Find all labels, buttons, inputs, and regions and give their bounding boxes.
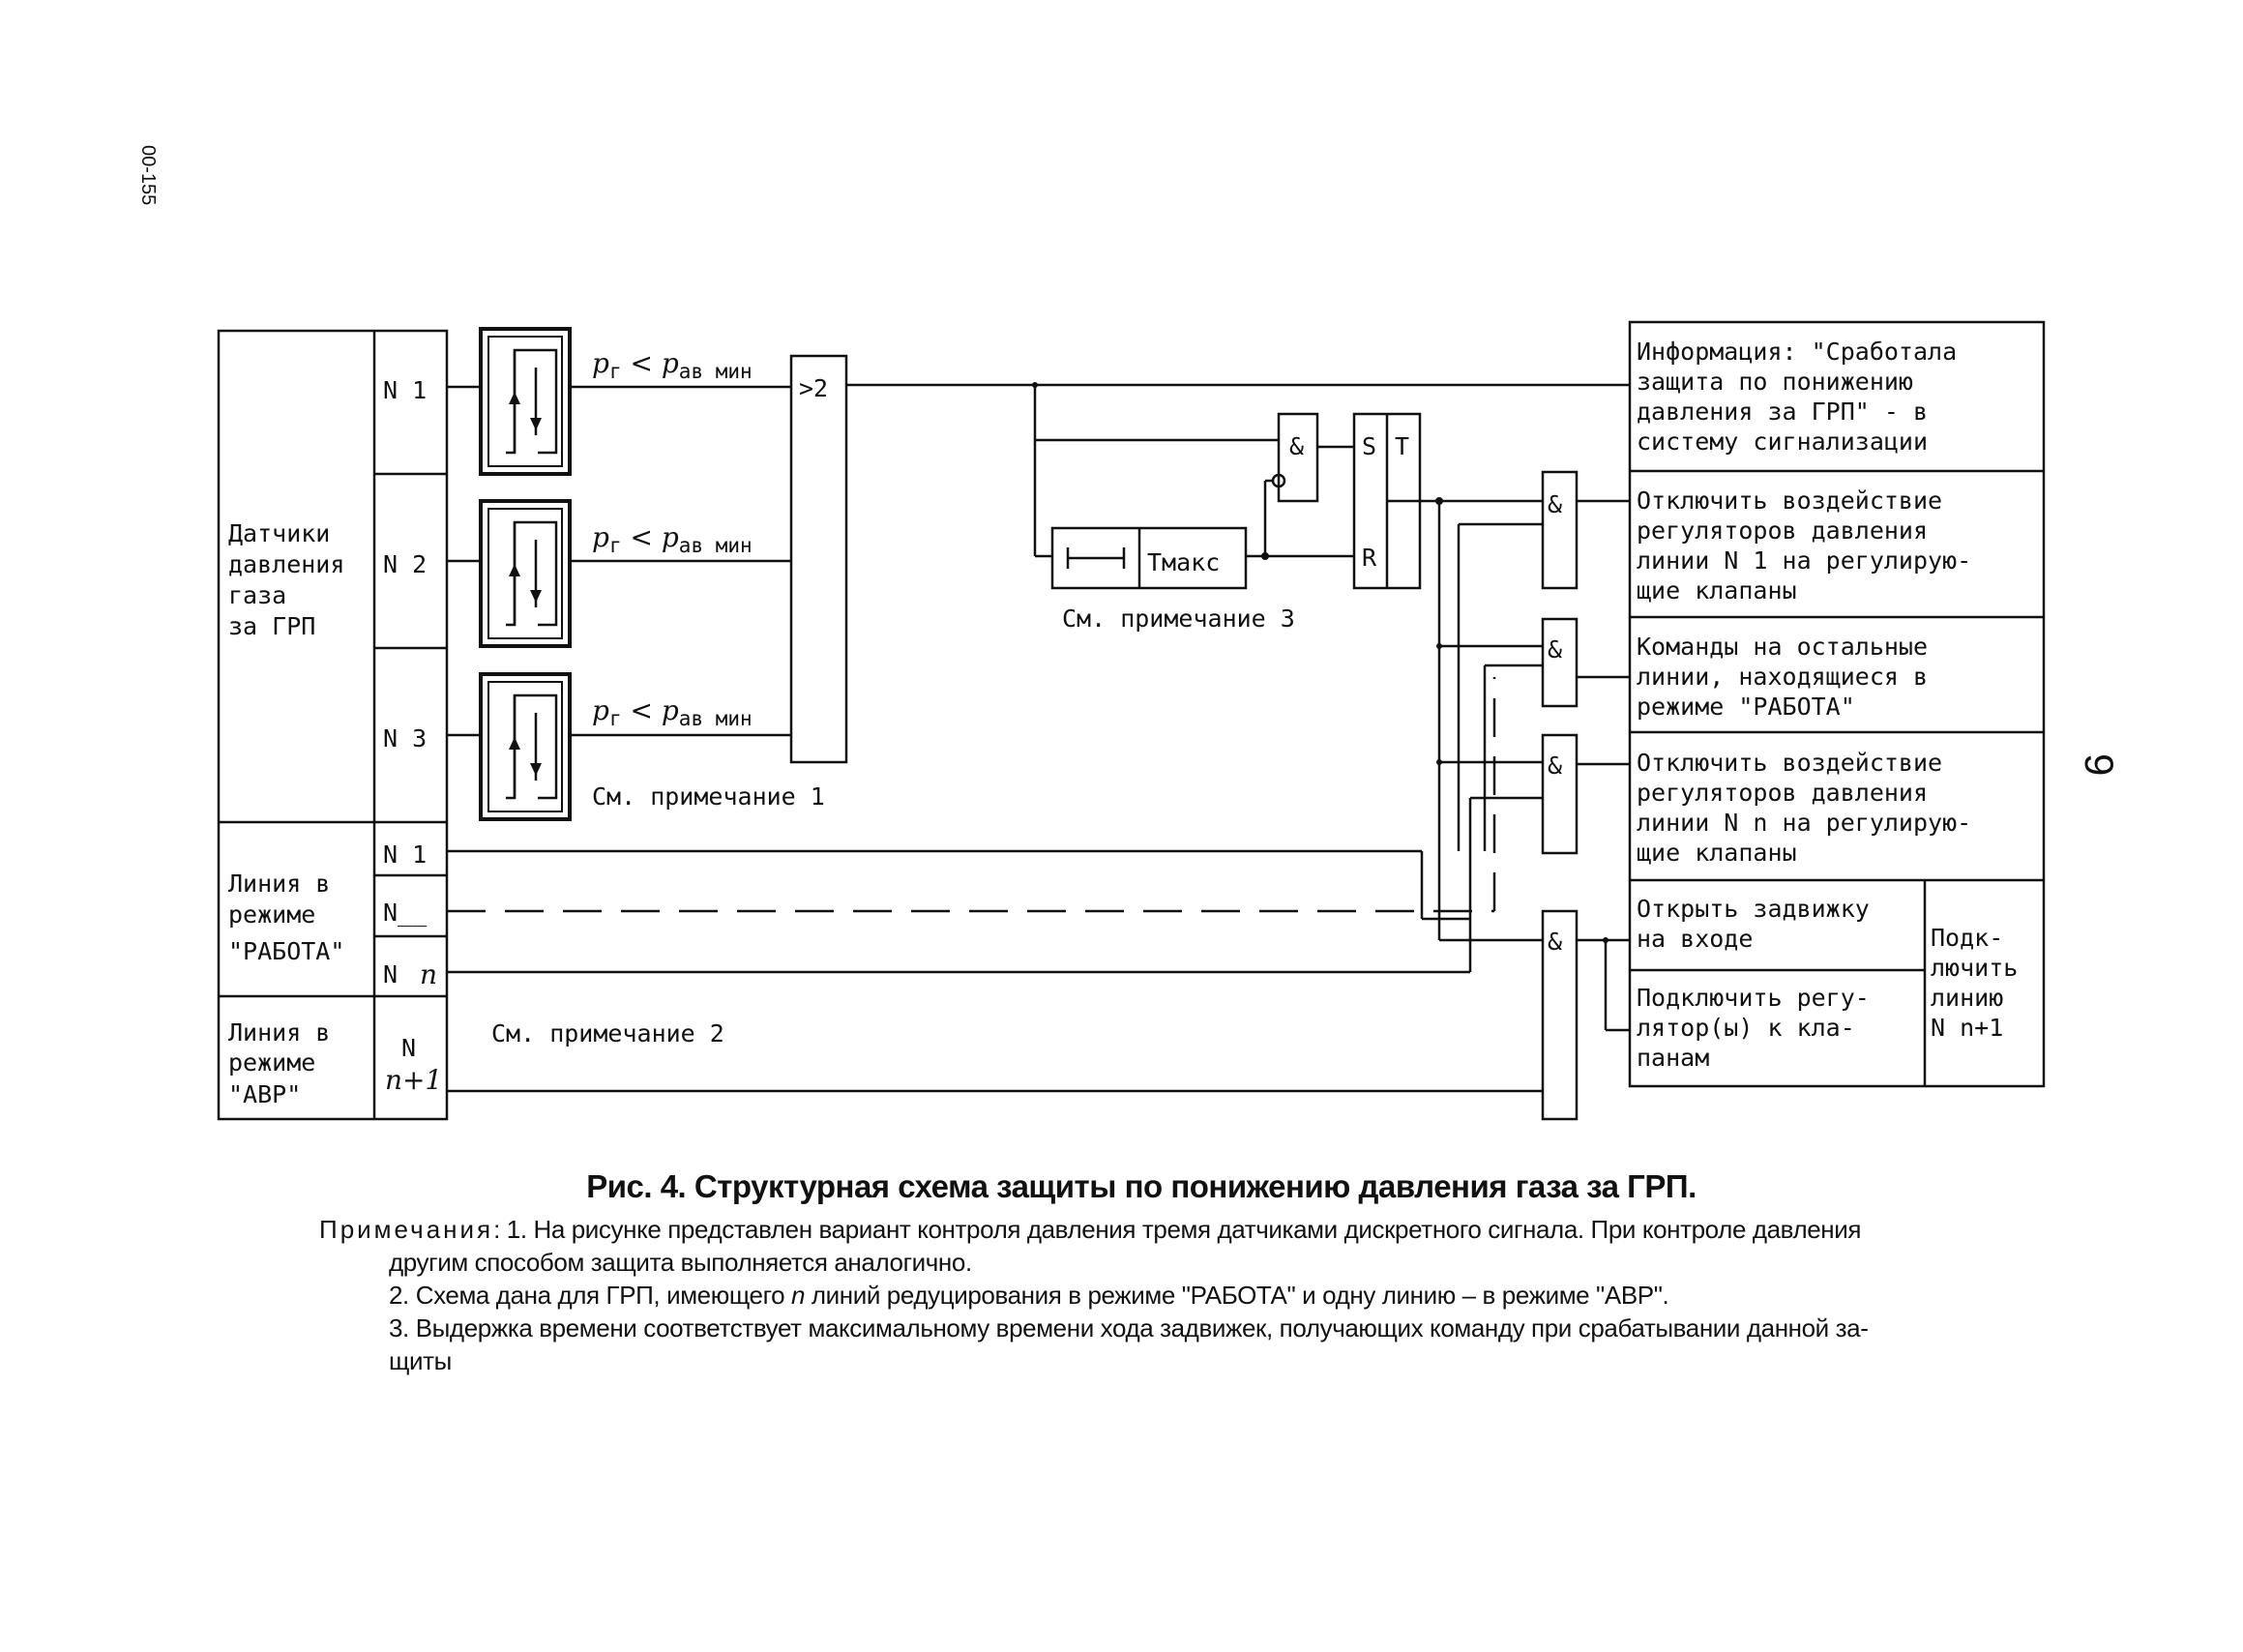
avr-label-2: режиме [228,1048,315,1077]
out-off1-3: линии N 1 на регулирую- [1637,546,1971,575]
out-offn-2: регуляторов давления [1637,779,1928,807]
out-off1-1: Отключить воздействие [1637,487,1942,515]
figure-title: Рис. 4. Структурная схема защиты по пони… [586,1168,1697,1204]
out-line-1: Подк- [1931,924,2003,952]
out-off1-4: щие клапаны [1637,576,1797,605]
trigger-t-label: T [1395,432,1409,460]
svg-text:pг < pав мин: pг < pав мин [592,347,753,383]
trigger-r-label: R [1362,544,1377,572]
note-1: Примечания: 1. На рисунке представлен ва… [319,1213,1963,1246]
notes-label: Примечания [319,1215,494,1244]
out-connect-3: панам [1637,1044,1709,1072]
protection-scheme-diagram: Датчики давления газа за ГРП N 1 N 2 N 3… [217,320,2046,1121]
timer-block [1050,526,1248,590]
or-gate-label: >2 [799,374,828,402]
work-id-3-n: n [420,959,437,990]
condition-1: pг < pав мин [592,347,753,383]
note-3: 3. Выдержка времени соответствует максим… [389,1313,1869,1342]
sensors-label-1: Датчики [228,519,330,547]
out-info-1: Информация: "Сработала [1637,338,1957,366]
out-connect-2: лятор(ы) к кла- [1637,1014,1855,1042]
condition-2: pг < pав мин [592,521,753,557]
note-2: 2. Схема дана для ГРП, имеющего n линий … [389,1281,1669,1310]
note-ref-3: См. примечание 3 [1062,605,1295,633]
out-cmds-2: линии, находящиеся в [1637,663,1928,691]
condition-3: pг < pав мин [592,694,753,730]
out-off1-2: регуляторов давления [1637,516,1928,545]
and-gate-avr-label: & [1548,928,1562,956]
work-id-3: N [383,960,398,988]
out-offn-3: линии N n на регулирую- [1637,809,1971,837]
out-line-4: N n+1 [1931,1014,2003,1042]
avr-label-1: Линия в [228,1018,330,1047]
work-label-1: Линия в [228,870,330,898]
note-1-text: : 1. На рисунке представлен вариант конт… [493,1215,1862,1244]
and-gate-cmds-label: & [1548,635,1562,664]
work-label-3: "РАБОТА" [228,937,344,965]
avr-label-3: "АВР" [228,1080,301,1108]
pressure-switch-3 [479,672,572,821]
avr-id-2: n+1 [385,1064,442,1096]
pressure-switch-1 [479,327,572,476]
avr-id-1: N [401,1034,416,1062]
note-3-cont: щиты [389,1346,452,1375]
out-line-3: линию [1931,984,2003,1012]
timer-label: Tмакс [1147,548,1220,576]
sensors-label-3: газа [228,581,286,609]
out-info-2: защита по понижению [1637,368,1913,396]
work-id-2: N__ [383,899,428,927]
out-info-4: систему сигнализации [1637,428,1928,456]
out-offn-4: щие клапаны [1637,839,1797,867]
and-gate-enable [1277,412,1319,503]
out-info-3: давления за ГРП" - в [1637,398,1928,426]
note-ref-2: См. примечание 2 [491,1019,724,1047]
note-1-cont: другим способом защита выполняется анало… [389,1248,972,1277]
note-ref-1: См. примечание 1 [592,782,825,811]
and-gate-cmds [1541,617,1579,708]
and-gate-avr [1541,909,1579,1121]
sensors-label-4: за ГРП [228,612,315,640]
out-connect-1: Подключить регу- [1637,984,1870,1012]
and-gate-linen [1541,733,1579,855]
and-gate-line1 [1541,470,1579,590]
svg-text:pг < pав мин: pг < pав мин [592,521,753,557]
svg-text:pг < pав мин: pг < pав мин [592,694,753,730]
out-open-1: Открыть задвижку [1637,895,1870,923]
outputs-table [1628,320,2046,1088]
and-gate-enable-label: & [1289,432,1304,460]
out-cmds-3: режиме "РАБОТА" [1637,693,1855,721]
out-offn-1: Отключить воздействие [1637,749,1942,777]
sensor-id-3: N 3 [383,724,427,752]
sensor-id-1: N 1 [383,376,427,404]
out-line-2: лючить [1931,954,2018,982]
or-gate [789,354,848,764]
and-gate-line1-label: & [1548,490,1562,518]
work-id-1: N 1 [383,841,427,869]
out-cmds-1: Команды на остальные [1637,633,1928,661]
inputs-table [217,329,449,1121]
figure-caption: Рис. 4. Структурная схема защиты по пони… [319,1168,1963,1377]
trigger-s-label: S [1362,432,1376,460]
sensors-label-2: давления [228,550,344,578]
sensor-id-2: N 2 [383,550,427,578]
out-open-2: на входе [1637,925,1753,953]
pressure-switch-2 [479,499,572,648]
work-label-2: режиме [228,900,315,929]
and-gate-linen-label: & [1548,752,1562,780]
